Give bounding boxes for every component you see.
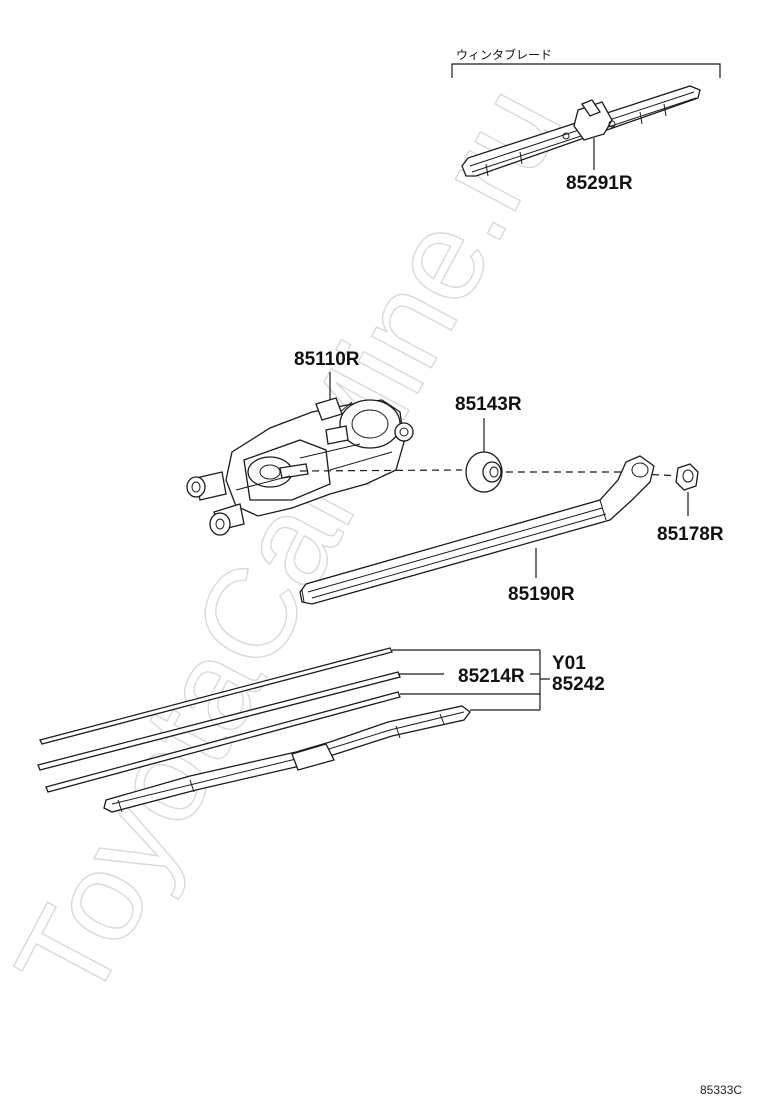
winter-blade-group: ウィンタブレード 85291R [451,47,721,194]
arm-group: 85190R [299,455,655,605]
motor-mount-left [186,471,227,501]
winter-blade-bracket [451,63,721,78]
motor-mount-right [394,422,414,442]
diagram-code: 85333C [700,1083,742,1097]
group-label-85242: 85242 [552,674,605,695]
cap-label: 85143R [455,394,522,415]
nut-drawing[interactable] [675,463,699,491]
motor-label: 85110R [294,349,360,370]
motor-group: 85110R [186,349,414,536]
winter-blade-label: ウィンタブレード [456,47,552,62]
cap-group: 85143R [455,394,522,493]
assembly-axis-line [299,469,683,477]
rubber-label: 85214R [458,666,525,687]
nut-label: 85178R [657,524,724,545]
blade-assembly-group: 85214R Y01 85242 [37,647,605,813]
rubber-strip-3[interactable] [45,691,401,793]
winter-blade-drawing[interactable] [461,85,701,177]
pivot-cap-drawing[interactable] [465,451,503,493]
nut-group: 85178R [657,463,724,545]
rubber-strip-2[interactable] [37,671,401,771]
arm-label: 85190R [508,584,575,605]
motor-mount-bottom [209,503,245,536]
wiper-motor-drawing[interactable] [186,397,414,536]
rubber-strip-1[interactable] [39,647,393,745]
group-bracket [539,650,550,710]
wiper-blade-drawing[interactable] [103,705,471,813]
group-label-y01: Y01 [552,653,586,674]
wiper-arm-drawing[interactable] [299,455,655,605]
blade-85291-label: 85291R [566,173,633,194]
